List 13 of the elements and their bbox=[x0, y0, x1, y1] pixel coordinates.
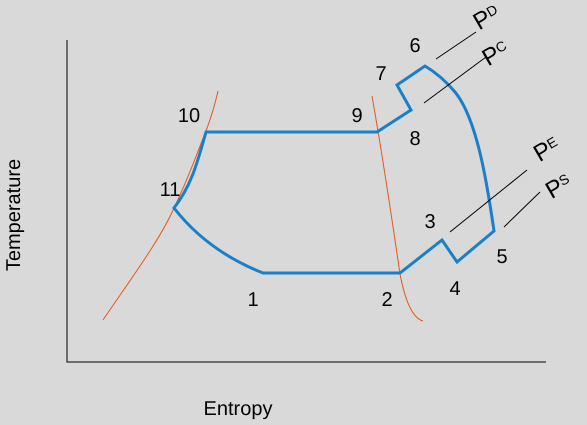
state-point-number: 8 bbox=[409, 129, 421, 149]
state-point-number: 5 bbox=[496, 247, 508, 267]
state-point-number: 11 bbox=[160, 180, 180, 200]
axis-title: Entropy bbox=[204, 399, 272, 419]
state-point-number: 2 bbox=[381, 290, 393, 310]
state-point-number: 1 bbox=[247, 290, 259, 310]
state-point-number: 7 bbox=[375, 64, 387, 84]
state-point-number: 4 bbox=[449, 279, 461, 299]
state-point-number: 3 bbox=[424, 212, 436, 232]
state-point-number: 6 bbox=[409, 36, 421, 56]
state-point-number: 9 bbox=[351, 106, 363, 126]
axis-title: Temperature bbox=[4, 158, 24, 272]
state-point-number: 10 bbox=[178, 106, 200, 126]
